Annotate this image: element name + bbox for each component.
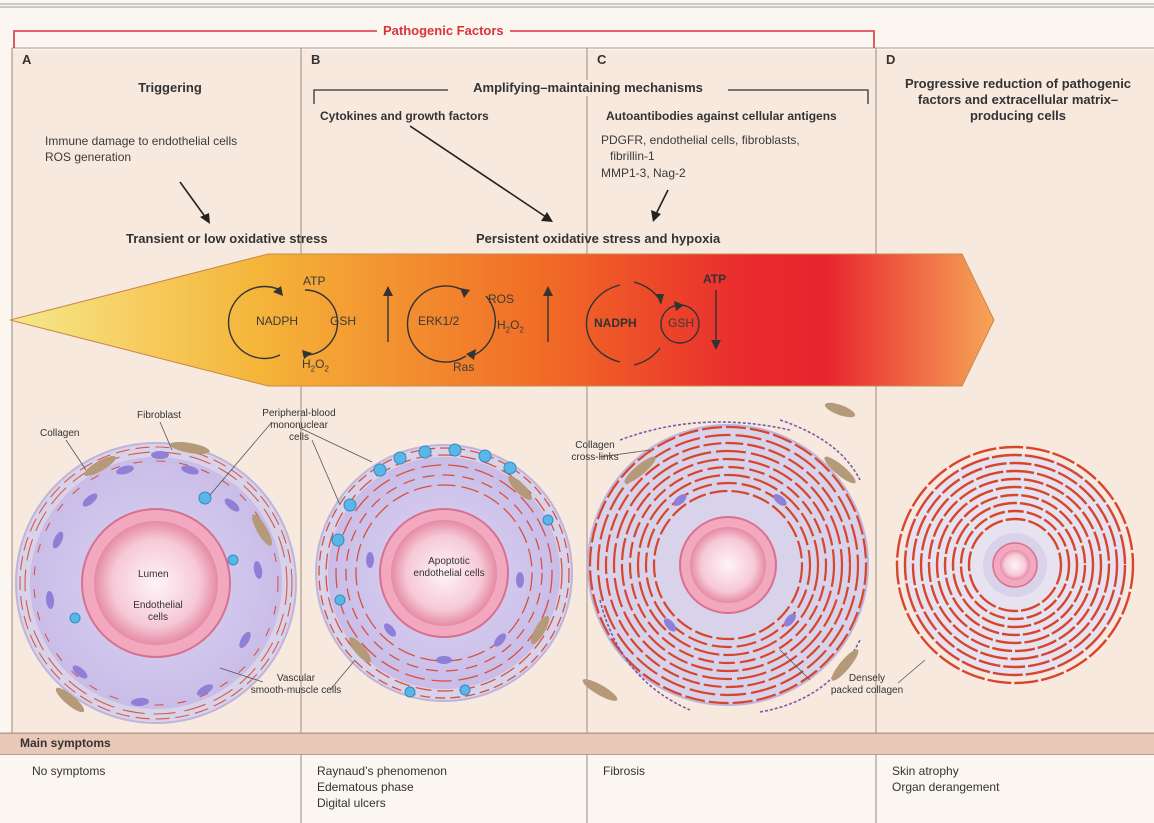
atp-label-2: ATP: [703, 272, 726, 287]
panel-d-title-line-1: Progressive reduction of pathogenic: [882, 76, 1154, 92]
vsmc-line-2: smooth-muscle cells: [236, 685, 356, 697]
cause-immune-damage: Immune damage to endothelial cells: [45, 134, 237, 149]
pathogenic-factors-title: Pathogenic Factors: [377, 23, 510, 38]
panel-d-letter: D: [886, 52, 895, 67]
pbmc-line-1: Peripheral-blood: [254, 408, 344, 420]
vsmc-line-1: Vascular: [236, 673, 356, 685]
symptom-a-1: No symptoms: [32, 763, 105, 779]
panel-d-title-line-2: factors and extracellular matrix–: [882, 92, 1154, 108]
h2o2-h-1: H: [302, 357, 311, 371]
nadph-label-2: NADPH: [594, 316, 637, 331]
apoptotic-line-2: endothelial cells: [404, 568, 494, 580]
atp-label-1: ATP: [303, 274, 325, 289]
symptom-b-2: Edematous phase: [317, 779, 447, 795]
ras-label: Ras: [453, 360, 474, 375]
stress-transient: Transient or low oxidative stress: [126, 231, 328, 246]
symptom-b-1: Raynaud’s phenomenon: [317, 763, 447, 779]
ros-label: ROS: [488, 292, 514, 307]
panel-a-letter: A: [22, 52, 31, 67]
cause-ros: ROS generation: [45, 150, 131, 165]
panel-d-title: Progressive reduction of pathogenic fact…: [882, 76, 1154, 124]
dense-line-1: Densely: [822, 673, 912, 685]
main-symptoms-bar: [0, 733, 1154, 755]
h2o2-sub-b-1: 2: [324, 364, 328, 373]
gsh-label-2: GSH: [668, 316, 694, 331]
lumen-label: Lumen: [138, 569, 169, 581]
antigen-line-3: MMP1-3, Nag-2: [601, 166, 686, 181]
h2o2-sub-b-2: 2: [519, 325, 523, 334]
crosslinks-line-2: cross-links: [560, 452, 630, 464]
vsmc-label: Vascular smooth-muscle cells: [236, 673, 356, 697]
collagen-label: Collagen: [40, 428, 79, 440]
h2o2-label-2: H2O2: [497, 318, 524, 337]
apoptotic-line-1: Apoptotic: [404, 556, 494, 568]
symptom-d-1: Skin atrophy: [892, 763, 999, 779]
symptom-c-1: Fibrosis: [603, 763, 645, 779]
symptom-d-2: Organ derangement: [892, 779, 999, 795]
antigen-line-1: PDGFR, endothelial cells, fibroblasts,: [601, 133, 800, 148]
crosslinks-line-1: Collagen: [560, 440, 630, 452]
dense-collagen-label: Densely packed collagen: [822, 673, 912, 697]
nadph-label-1: NADPH: [256, 314, 298, 329]
fibroblast-label: Fibroblast: [137, 410, 181, 422]
erk-label: ERK1/2: [418, 314, 459, 329]
autoantibodies-label: Autoantibodies against cellular antigens: [606, 109, 837, 124]
pbmc-line-3: cells: [254, 432, 344, 444]
antigen-line-2: fibrillin-1: [610, 149, 655, 164]
panel-a-title: Triggering: [110, 80, 230, 96]
dense-line-2: packed collagen: [822, 685, 912, 697]
main-symptoms-title: Main symptoms: [20, 736, 111, 750]
h2o2-label-1: H2O2: [302, 357, 329, 376]
h2o2-h-2: H: [497, 318, 506, 332]
crosslinks-label: Collagen cross-links: [560, 440, 630, 464]
symptoms-d: Skin atrophy Organ derangement: [892, 763, 999, 795]
symptom-b-3: Digital ulcers: [317, 795, 447, 811]
pbmc-line-2: mononuclear: [254, 420, 344, 432]
gsh-label-1: GSH: [330, 314, 356, 329]
apoptotic-label: Apoptotic endothelial cells: [404, 556, 494, 580]
endothelial-line-2: cells: [128, 612, 188, 624]
amplifying-title: Amplifying–maintaining mechanisms: [448, 80, 728, 96]
symptoms-b: Raynaud’s phenomenon Edematous phase Dig…: [317, 763, 447, 811]
symptoms-c: Fibrosis: [603, 763, 645, 779]
panel-b-letter: B: [311, 52, 320, 67]
stress-persistent: Persistent oxidative stress and hypoxia: [476, 231, 720, 246]
cytokines-label: Cytokines and growth factors: [320, 109, 489, 124]
panel-c-letter: C: [597, 52, 606, 67]
endothelial-label: Endothelial cells: [128, 600, 188, 624]
vessel-d: [897, 447, 1133, 683]
pbmc-label: Peripheral-blood mononuclear cells: [254, 408, 344, 444]
panel-d-title-line-3: producing cells: [882, 108, 1154, 124]
symptoms-a: No symptoms: [32, 763, 105, 779]
endothelial-line-1: Endothelial: [128, 600, 188, 612]
